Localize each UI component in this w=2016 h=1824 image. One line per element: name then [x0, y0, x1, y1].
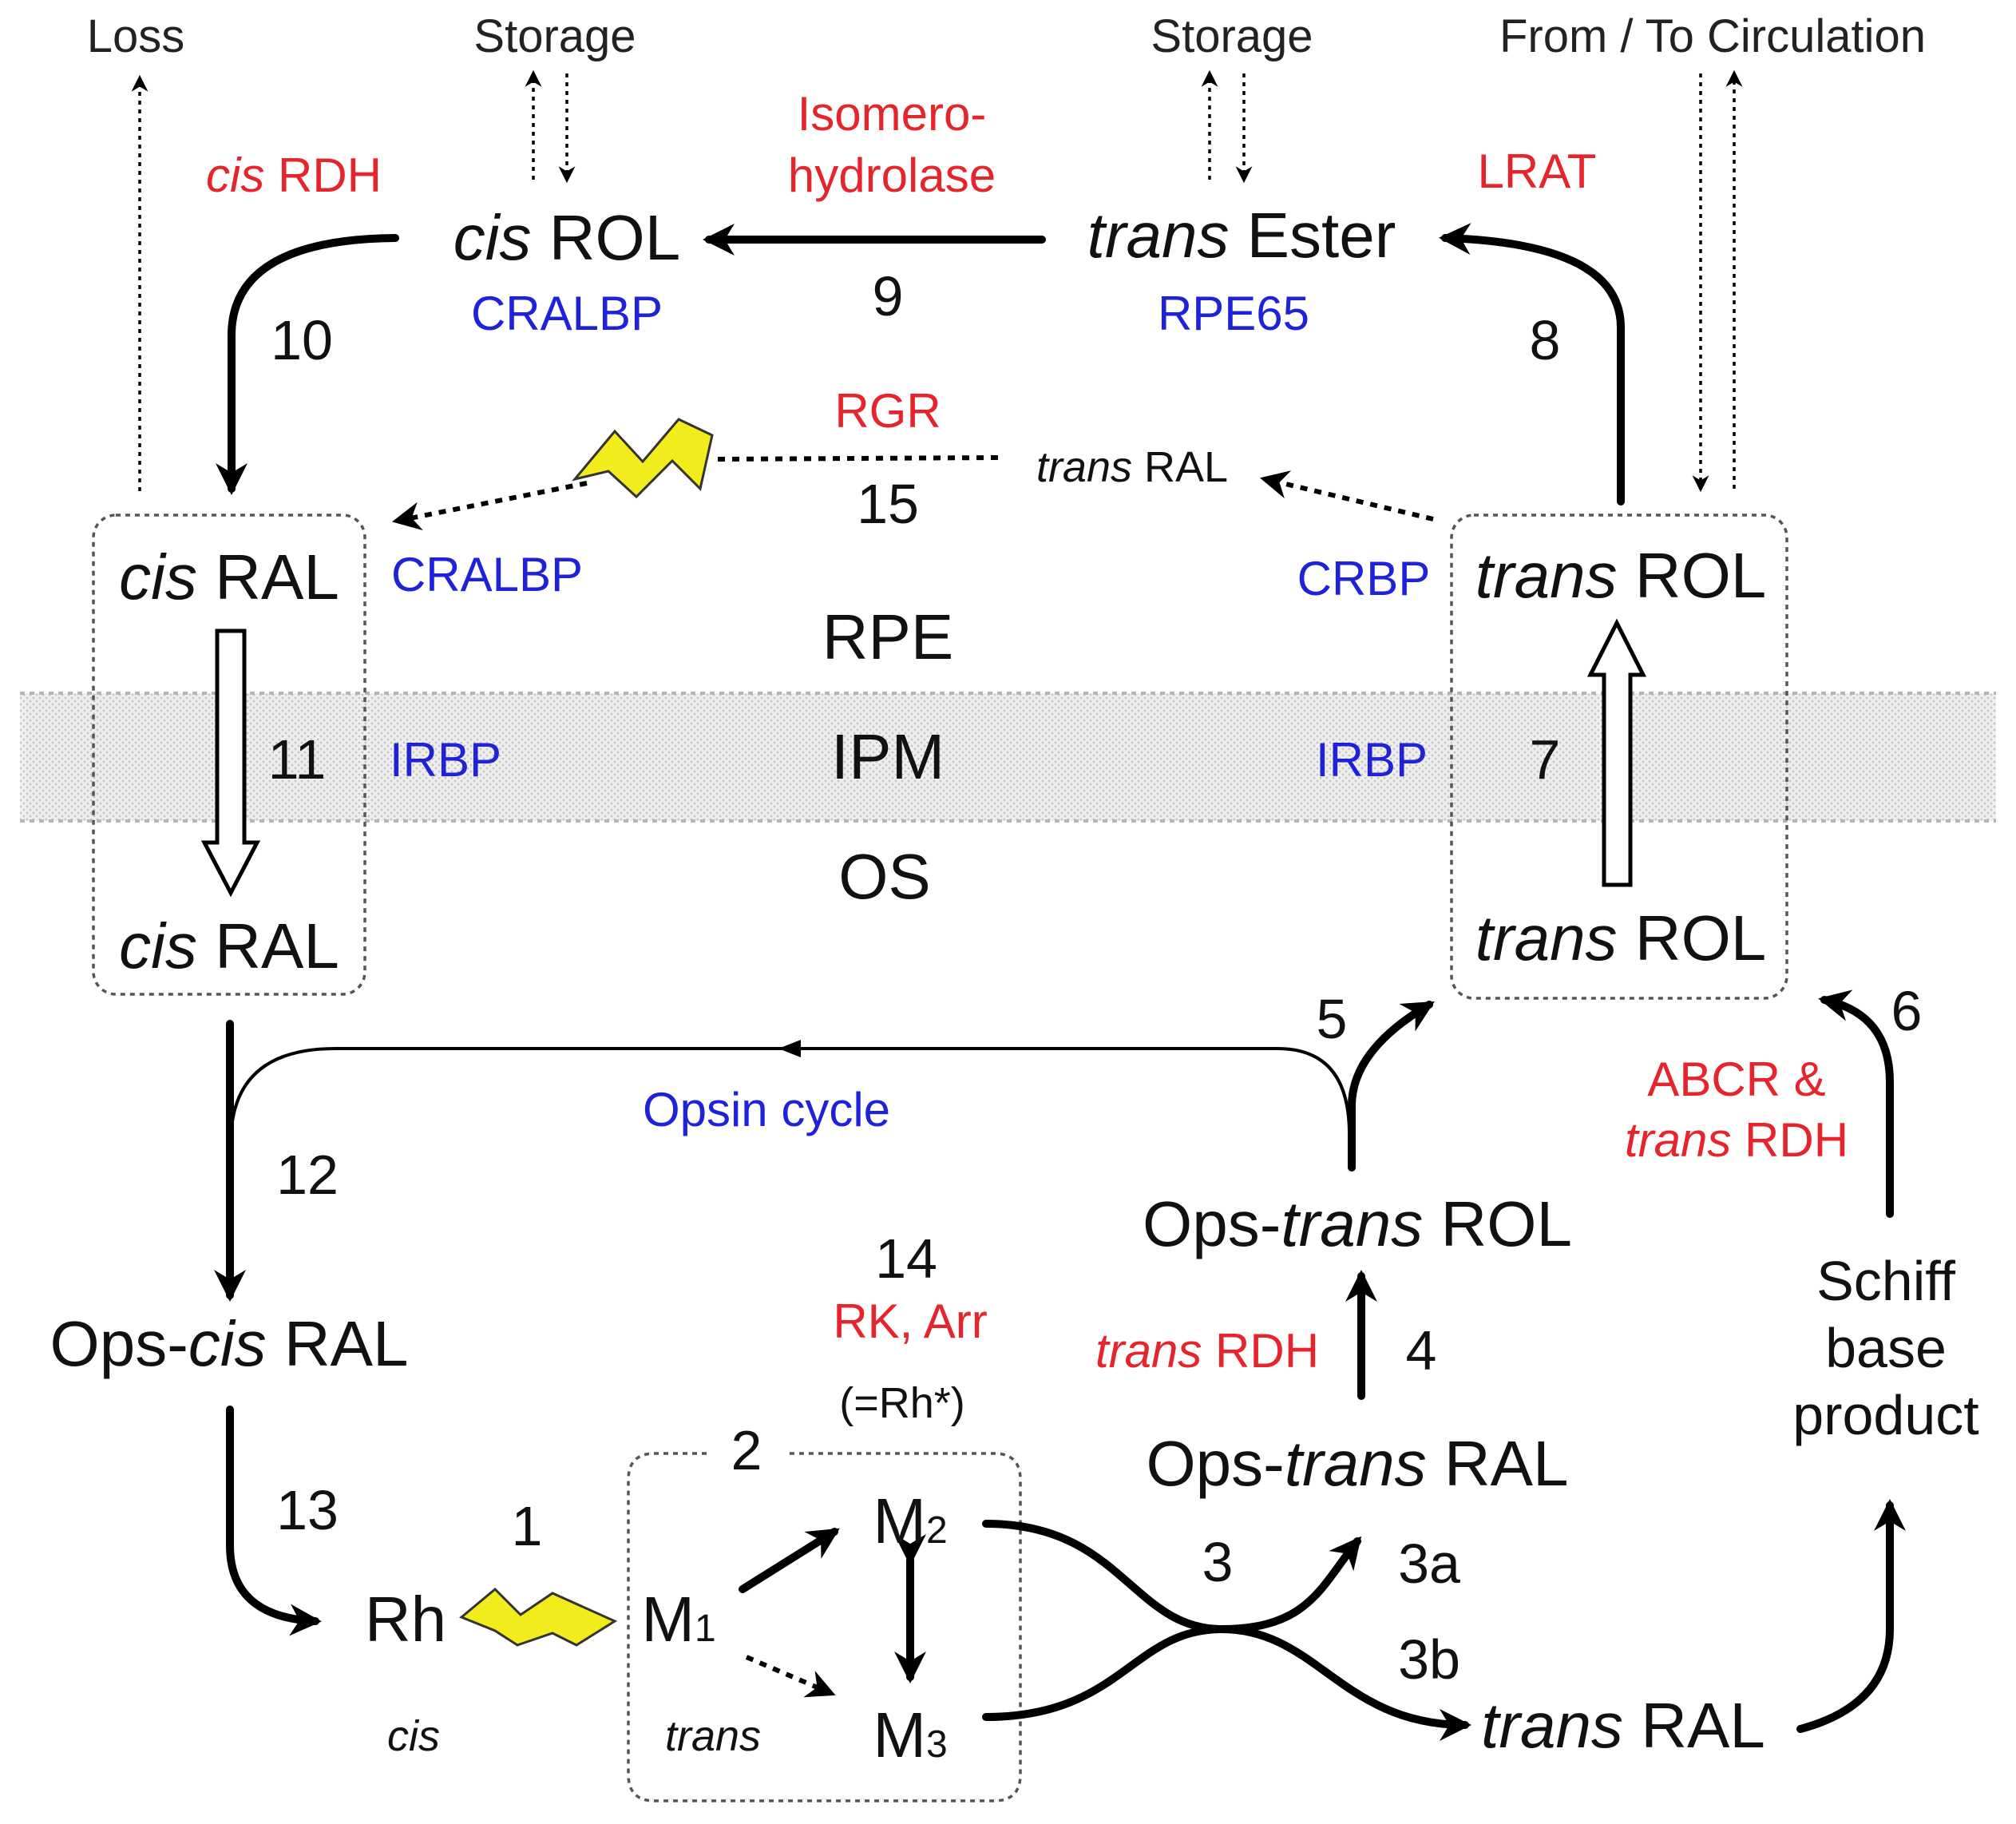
lrat-label: LRAT [1478, 145, 1597, 198]
irbp-right-label: IRBP [1316, 733, 1428, 787]
storage-right-label: Storage [1151, 10, 1313, 62]
rh-star-label: (=Rh*) [839, 1379, 965, 1427]
ipm-band [20, 692, 1996, 823]
loss-label: Loss [87, 10, 185, 62]
step-7-label: 7 [1530, 728, 1561, 791]
trans-ral-to-schiff-arrow [1796, 1499, 1906, 1733]
step7-hollow-arrow [1586, 618, 1647, 887]
cis-rdh-label: cis RDH [206, 149, 382, 202]
schiff-label-2: base [1825, 1317, 1947, 1379]
trans-rol-rpe-label: trans ROL [1475, 540, 1767, 611]
ipm-label: IPM [831, 721, 945, 792]
step-9-label: 9 [873, 265, 904, 327]
cis-ral-rpe-label: cis RAL [119, 541, 339, 613]
step-14-label: 14 [875, 1227, 937, 1290]
trans-isomer-label: trans [665, 1712, 761, 1760]
step-10-label: 10 [271, 309, 333, 371]
step-6-label: 6 [1891, 980, 1923, 1042]
rpe65-label: RPE65 [1158, 287, 1309, 340]
trans-ral-mid-label: trans RAL [1036, 443, 1228, 491]
step-3a-label: 3a [1398, 1533, 1460, 1595]
circulation-label: From / To Circulation [1499, 10, 1926, 62]
m1-label: M1 [641, 1584, 715, 1655]
lightning-icon [459, 1587, 618, 1647]
cis-ral-box [92, 513, 366, 996]
trans-rol-os-label: trans ROL [1475, 902, 1767, 973]
trans-ester-label: trans Ester [1087, 200, 1396, 271]
m3-label: M3 [873, 1699, 947, 1770]
step-11-label: 11 [268, 728, 327, 791]
m2-label: M2 [873, 1485, 947, 1556]
step15-arrow-right [1259, 470, 1434, 521]
opsin-cycle-label: Opsin cycle [643, 1083, 890, 1136]
step3-path-m3 [982, 1624, 1471, 1741]
crbp-label: CRBP [1297, 552, 1431, 605]
step5-arrow [1348, 1001, 1435, 1172]
ops-trans-rol-label: Ops-trans ROL [1143, 1188, 1572, 1259]
abcr-label-2: trans RDH [1625, 1113, 1848, 1167]
abcr-label-1: ABCR & [1647, 1053, 1825, 1106]
rh-label: Rh [365, 1584, 446, 1655]
cis-rol-label: cis ROL [454, 202, 681, 273]
cralbp-mid-label: CRALBP [391, 548, 583, 601]
step6-arrow [1818, 989, 1894, 1218]
step-5-label: 5 [1317, 988, 1348, 1050]
step-1-label: 1 [512, 1495, 543, 1557]
step10-arrow [216, 234, 399, 495]
step-12-label: 12 [276, 1144, 339, 1206]
ops-trans-ral-label: Ops-trans RAL [1146, 1428, 1568, 1499]
step-13-label: 13 [276, 1479, 339, 1541]
trans-rol-box [1450, 513, 1788, 1000]
ops-cis-ral-label: Ops-cis RAL [50, 1308, 409, 1379]
step-4-label: 4 [1406, 1319, 1437, 1382]
isomerohydrolase-label-2: hydrolase [788, 149, 996, 202]
os-label: OS [838, 841, 931, 912]
cis-isomer-label: cis [387, 1712, 440, 1760]
step15-arrow-mid [714, 455, 999, 462]
m1-m2-arrow [739, 1528, 840, 1593]
opsin-cycle-arrowhead [778, 1040, 801, 1057]
step-8-label: 8 [1530, 309, 1561, 371]
step11-hollow-arrow [200, 628, 261, 898]
cralbp-top-label: CRALBP [471, 287, 663, 340]
rk-arr-label: RK, Arr [833, 1295, 987, 1348]
rgr-label: RGR [834, 384, 941, 438]
trans-rdh-label: trans RDH [1095, 1324, 1319, 1378]
schiff-label-3: product [1792, 1384, 1978, 1446]
step15-arrow-left [391, 481, 588, 531]
irbp-left-label: IRBP [390, 733, 501, 787]
storage-left-label: Storage [473, 10, 636, 62]
rpe-label: RPE [822, 601, 954, 672]
step-3b-label: 3b [1398, 1628, 1460, 1691]
schiff-label-1: Schiff [1816, 1250, 1955, 1312]
step-2-label: 2 [731, 1419, 762, 1481]
step-15-label: 15 [857, 473, 919, 535]
meta-box [627, 1452, 1022, 1802]
cis-ral-os-label: cis RAL [119, 910, 339, 981]
step-3-label: 3 [1202, 1531, 1234, 1593]
lightning-icon [571, 418, 714, 499]
step8-arrow [1439, 223, 1625, 506]
m1-m3-arrow [745, 1655, 836, 1698]
trans-ral-bottom-label: trans RAL [1481, 1690, 1765, 1761]
step13-arrow [226, 1406, 322, 1636]
isomerohydrolase-label-1: Isomero- [798, 87, 987, 141]
opsin-cycle-line [230, 1047, 1351, 1135]
step3-path-m2 [982, 1520, 1362, 1634]
